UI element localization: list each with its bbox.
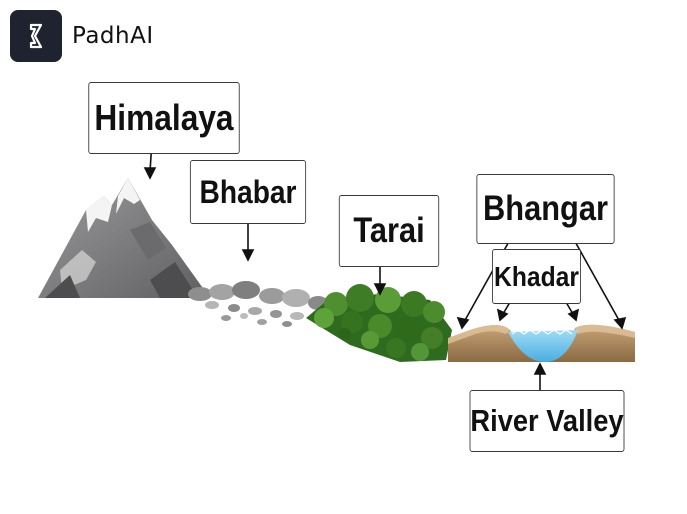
label-khadar-text: Khadar — [494, 260, 579, 292]
label-tarai: Tarai — [338, 195, 440, 267]
label-bhabar: Bhabar — [189, 160, 307, 224]
vegetation-icon — [306, 284, 452, 362]
padhai-logo-icon — [10, 10, 62, 62]
label-khadar: Khadar — [492, 249, 581, 304]
label-bhangar: Bhangar — [476, 174, 615, 244]
mountain-icon — [38, 178, 210, 298]
label-bhangar-text: Bhangar — [483, 189, 608, 228]
brand-name: PadhAI — [72, 23, 154, 49]
label-bhabar-text: Bhabar — [199, 173, 297, 210]
label-himalaya: Himalaya — [88, 82, 240, 154]
label-river-valley-text: River Valley — [470, 403, 624, 438]
brand-header: PadhAI — [10, 10, 154, 62]
label-river-valley: River Valley — [469, 390, 625, 452]
river-valley-icon — [448, 324, 635, 362]
pebbles-icon — [188, 281, 328, 327]
label-himalaya-text: Himalaya — [94, 97, 234, 138]
label-tarai-text: Tarai — [353, 211, 425, 250]
